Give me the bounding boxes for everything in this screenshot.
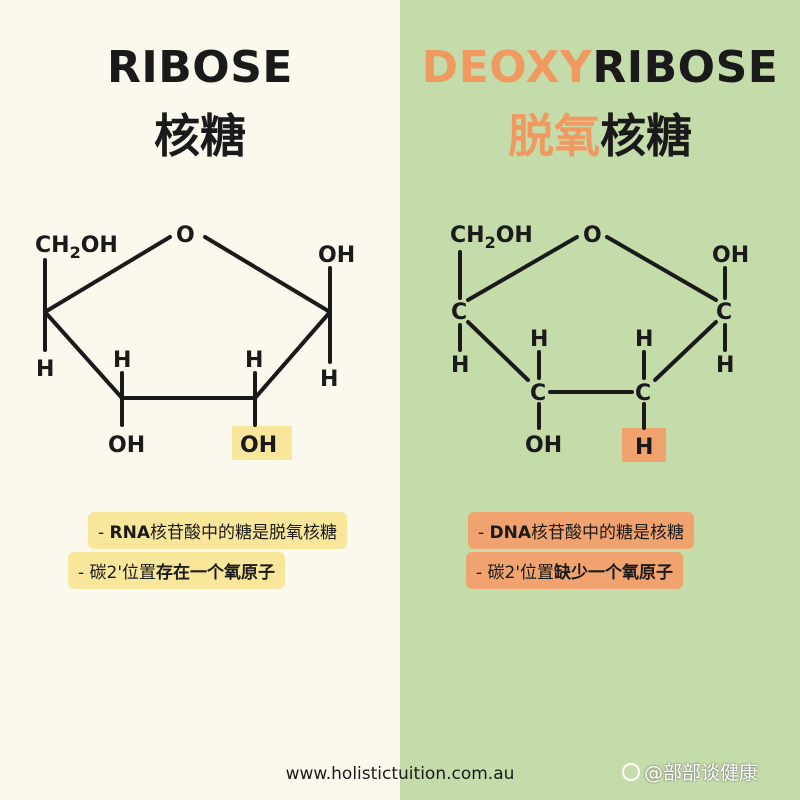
c3-oh-label: OH (525, 433, 562, 458)
c3-h-label: H (530, 327, 548, 352)
c2-carbon-label: C (635, 381, 651, 406)
c1-oh-label: OH (712, 243, 749, 268)
deoxyribose-panel: DEOXYRIBOSE 脱氧核糖 CH2OH O OH C H C H C H … (400, 0, 800, 800)
deoxyribose-structure: CH2OH O OH C H C H C H C H OH H (450, 223, 749, 462)
c4-h-label: H (451, 353, 469, 378)
c3-h-label: H (113, 348, 131, 373)
deoxyribose-title-en: DEOXYRIBOSE (421, 42, 779, 93)
paw-icon (622, 762, 640, 781)
bond-c1-c2 (653, 320, 718, 382)
deoxyribose-note-2: - 碳2'位置缺少一个氧原子 (466, 552, 684, 589)
ribose-title-en: RIBOSE (107, 42, 293, 93)
ribose-structure: CH2OH O OH H H H H OH OH (35, 223, 355, 460)
deoxyribose-title-zh: 脱氧核糖 (508, 109, 692, 163)
c1-h-label: H (716, 353, 734, 378)
ch2oh-label: CH2OH (450, 223, 533, 252)
c2-h-highlight-label: H (635, 435, 653, 460)
c4-carbon-label: C (451, 300, 467, 325)
c1-h-label: H (320, 367, 338, 392)
ribose-title-zh: 核糖 (154, 109, 246, 163)
c1-oh-label: OH (318, 243, 355, 268)
c3-carbon-label: C (530, 381, 546, 406)
ribose-panel: RIBOSE 核糖 CH2OH O OH H H H H OH OH - RNA… (35, 42, 356, 589)
bond-c1-c2 (253, 310, 332, 400)
c2-oh-label: OH (240, 433, 277, 458)
c2-h-label: H (245, 348, 263, 373)
bond-o-c1 (605, 235, 718, 302)
ring-oxygen-label: O (583, 223, 602, 248)
bond-o-c1 (203, 235, 332, 314)
c4-h-label: H (36, 357, 54, 382)
watermark: @部部谈健康 (622, 758, 758, 785)
c1-carbon-label: C (716, 300, 732, 325)
c3-oh-label: OH (108, 433, 145, 458)
source-url: www.holistictuition.com.au (285, 764, 515, 784)
watermark-text: @部部谈健康 (644, 762, 759, 784)
bond-c3-c4 (43, 310, 124, 400)
bond-c3-c4 (466, 320, 530, 382)
bond-c4-o (466, 235, 579, 302)
deoxyribose-h-highlight (622, 428, 666, 462)
deoxyribose-note-1: - DNA核苷酸中的糖是核糖 (468, 512, 695, 549)
ribose-oh-highlight (232, 426, 292, 460)
ring-oxygen-label: O (176, 223, 195, 248)
ribose-note-2: - 碳2'位置存在一个氧原子 (68, 552, 286, 589)
c2-h-label: H (635, 327, 653, 352)
ribose-note-1: - RNA核苷酸中的糖是脱氧核糖 (88, 512, 348, 549)
ch2oh-label: CH2OH (35, 233, 118, 262)
bond-c4-o (43, 235, 172, 314)
